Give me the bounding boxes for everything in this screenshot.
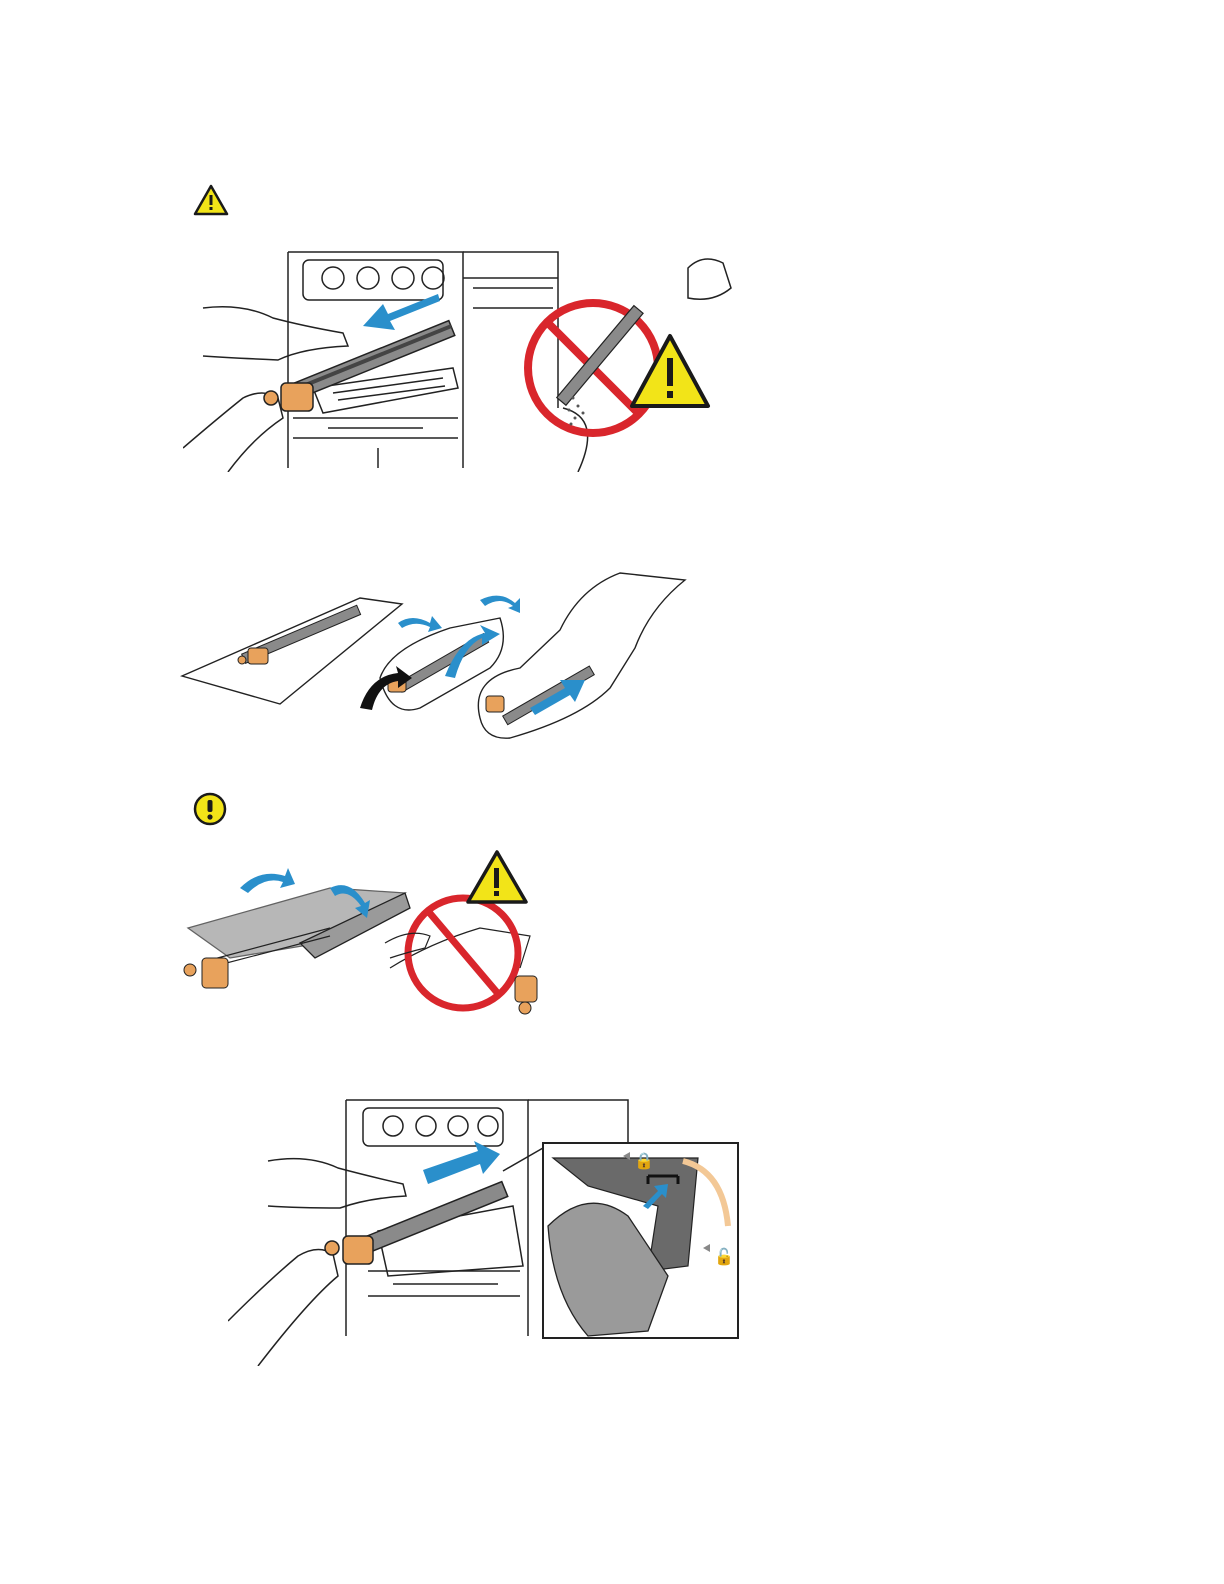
- remove-drum-illustration: [183, 248, 733, 472]
- unpack-drum-illustration: [180, 568, 695, 748]
- svg-text:🔒: 🔒: [634, 1151, 654, 1170]
- protective-cover-illustration: [180, 848, 565, 1020]
- warning-triangle-icon: [193, 184, 229, 216]
- caution-circle-icon: [193, 792, 227, 826]
- insert-drum-illustration: 🔒 🔓: [228, 1096, 743, 1366]
- svg-text:🔓: 🔓: [714, 1247, 734, 1266]
